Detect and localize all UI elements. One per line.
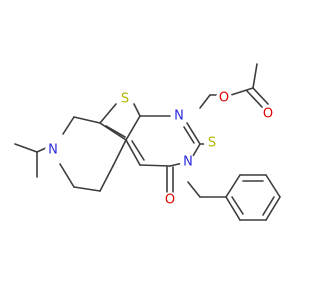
ester-oxygen: O xyxy=(219,91,229,106)
thioether-sulfur-label: S xyxy=(204,135,220,151)
pyrimidine-n1: N xyxy=(174,109,184,124)
pyrimidine-n3-label: N xyxy=(180,154,196,170)
pyrimidine-n1-label: N xyxy=(171,108,187,124)
thiophene-sulfur: S xyxy=(121,92,129,107)
carbonyl-oxygen: O xyxy=(263,107,273,122)
molecule-structure: O O S S N N N O xyxy=(14,63,281,221)
piperidine-nitrogen: N xyxy=(48,143,58,158)
thiophene-sulfur-label: S xyxy=(117,91,133,107)
ketone-oxygen: O xyxy=(165,193,175,208)
thioether-sulfur: S xyxy=(208,136,216,151)
pyrimidine-n3: N xyxy=(183,155,193,170)
ketone-oxygen-label: O xyxy=(162,192,178,208)
bond-layer xyxy=(14,63,281,221)
atom-label-layer: O O S S N N N O xyxy=(45,90,276,208)
piperidine-nitrogen-label: N xyxy=(45,142,61,158)
carbonyl-oxygen-label: O xyxy=(260,106,276,122)
ester-oxygen-label: O xyxy=(216,90,232,106)
